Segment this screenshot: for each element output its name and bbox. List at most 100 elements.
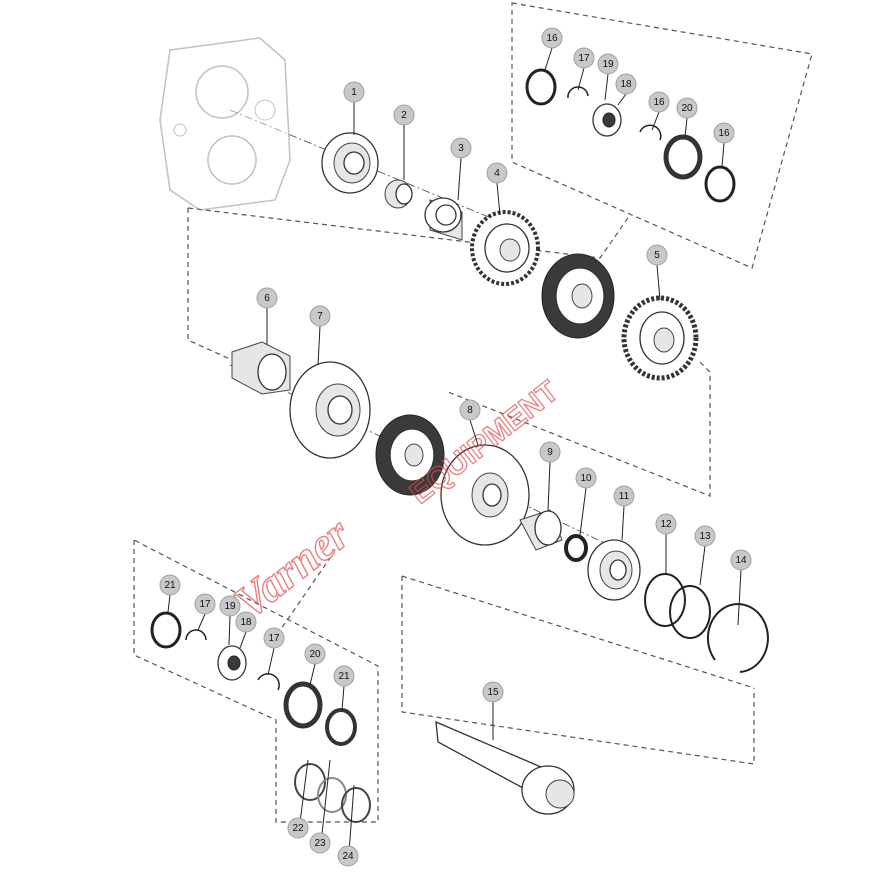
- leader-c10: [579, 487, 587, 536]
- callout-number: 20: [681, 103, 693, 114]
- watermark-script: Varner: [225, 507, 360, 628]
- leader-c21b: [341, 685, 345, 711]
- callout-bubble: [648, 91, 670, 113]
- part-18-synchronizer-top: [592, 103, 622, 137]
- callout-number: 2: [401, 110, 407, 121]
- callout-number: 13: [699, 531, 711, 542]
- callout-17: 17: [194, 593, 216, 615]
- callout-22: 22: [287, 817, 309, 839]
- callout-number: 14: [735, 555, 747, 566]
- callout-5: 5: [646, 244, 668, 266]
- callout-number: 24: [342, 851, 354, 862]
- callout-bubble: [450, 137, 472, 159]
- part-17-clip-top: [567, 86, 589, 99]
- callout-10: 10: [575, 467, 597, 489]
- callout-bubble: [730, 549, 752, 571]
- leader-c17c: [267, 647, 275, 676]
- callout-bubble: [575, 467, 597, 489]
- callout-bubble: [309, 305, 331, 327]
- part-16-ring-top: [525, 68, 557, 106]
- callout-bubble: [713, 122, 735, 144]
- callout-21: 21: [333, 665, 355, 687]
- callout-bubble: [486, 162, 508, 184]
- callout-number: 17: [199, 599, 211, 610]
- callout-bubble: [459, 399, 481, 421]
- callout-number: 6: [264, 293, 270, 304]
- leader-c7: [317, 325, 321, 366]
- part-5-gear: [621, 295, 699, 381]
- leader-c4: [496, 182, 501, 216]
- part-13-ring: [669, 585, 711, 639]
- callout-number: 7: [317, 311, 323, 322]
- callout-9: 9: [539, 441, 561, 463]
- callout-bubble: [597, 53, 619, 75]
- callout-number: 16: [546, 33, 558, 44]
- callout-bubble: [337, 845, 359, 867]
- part-10-snap-ring: [564, 534, 588, 562]
- callout-number: 19: [224, 601, 236, 612]
- callout-number: 3: [458, 143, 464, 154]
- callout-bubble: [343, 81, 365, 103]
- callout-number: 12: [660, 519, 672, 530]
- callout-bubble: [309, 832, 331, 854]
- middle-axis-line: [229, 364, 631, 556]
- callout-bubble: [615, 73, 637, 95]
- leader-c19b: [228, 615, 231, 646]
- shaft-group-box: [401, 576, 755, 765]
- part-2-sleeve: [384, 179, 413, 209]
- callout-1: 1: [343, 81, 365, 103]
- callout-bubble: [159, 574, 181, 596]
- callout-number: 10: [580, 473, 592, 484]
- callout-bubble: [482, 681, 504, 703]
- leader-c11: [621, 505, 625, 541]
- part-8-clutch-hub: [440, 444, 530, 546]
- callout-number: 4: [494, 168, 500, 179]
- callout-number: 18: [620, 79, 632, 90]
- part-17-clip-left: [185, 629, 207, 641]
- callout-number: 18: [240, 617, 252, 628]
- part-11-bearing: [587, 539, 641, 601]
- callout-bubble: [393, 104, 415, 126]
- callout-number: 8: [467, 405, 473, 416]
- leader-c19a: [604, 73, 609, 101]
- callout-bubble: [304, 643, 326, 665]
- callout-13: 13: [694, 525, 716, 547]
- shaft-group-top-edge: [401, 575, 755, 689]
- part-1-bearing: [321, 132, 379, 194]
- callout-2: 2: [393, 104, 415, 126]
- part-4-gear: [470, 210, 540, 286]
- leader-c9: [547, 461, 551, 511]
- callout-number: 15: [487, 687, 499, 698]
- callout-number: 17: [578, 53, 590, 64]
- leader-c17b: [197, 613, 206, 631]
- callout-17: 17: [263, 627, 285, 649]
- part-15-shaft: [435, 720, 575, 815]
- synchro-ring-lower: [375, 414, 445, 496]
- callout-15: 15: [482, 681, 504, 703]
- callout-number: 16: [718, 128, 730, 139]
- callout-16: 16: [541, 27, 563, 49]
- leader-c18b: [239, 631, 247, 649]
- callout-number: 20: [309, 649, 321, 660]
- callout-number: 9: [547, 447, 553, 458]
- middle-group-lower-edge: [447, 361, 711, 497]
- callout-17: 17: [573, 47, 595, 69]
- callout-6: 6: [256, 287, 278, 309]
- leader-c16b: [651, 111, 660, 131]
- leader-c20b: [309, 663, 316, 686]
- callout-21: 21: [159, 574, 181, 596]
- part-17-clip-right: [257, 673, 280, 691]
- part-16-ring-right: [704, 165, 736, 203]
- leader-c5: [656, 264, 661, 301]
- part-16-clip-mid: [639, 124, 662, 141]
- callout-number: 22: [292, 823, 304, 834]
- callout-11: 11: [613, 485, 635, 507]
- callout-bubble: [287, 817, 309, 839]
- callout-number: 16: [653, 97, 665, 108]
- part-20-ring-lower: [283, 681, 323, 729]
- callout-4: 4: [486, 162, 508, 184]
- leader-c17a: [577, 67, 585, 91]
- middle-group-box: [187, 208, 233, 361]
